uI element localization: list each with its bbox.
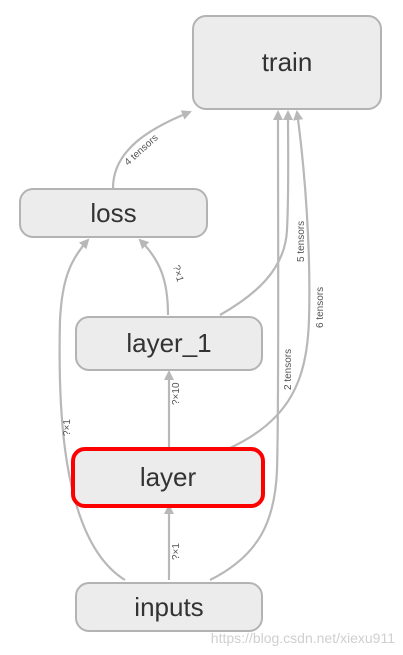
- edge-label-layer1-to-train: 5 tensors: [296, 221, 307, 262]
- node-inputs-label: inputs: [134, 591, 204, 622]
- node-train-label: train: [261, 47, 313, 77]
- edge-layer1-to-loss: [138, 238, 170, 316]
- edge-inputs-to-train: [209, 110, 284, 581]
- node-loss[interactable]: loss: [19, 188, 208, 238]
- node-layer-label: layer: [139, 462, 197, 492]
- node-train[interactable]: train: [192, 15, 382, 110]
- watermark: https://blog.csdn.net/xiexu911: [210, 630, 395, 646]
- edge-label-inputs-to-train: 2 tensors: [283, 349, 294, 390]
- node-loss-label: loss: [90, 197, 137, 228]
- edge-label-inputs-to-layer: ?×1: [171, 543, 182, 560]
- edge-layer-to-train: [229, 110, 311, 449]
- edge-label-layer-to-layer1: ?×10: [171, 382, 182, 405]
- node-layer-1-label: layer_1: [126, 328, 212, 358]
- edge-label-layer-to-train: 6 tensors: [315, 287, 326, 328]
- node-inputs[interactable]: inputs: [75, 582, 263, 632]
- edge-label-layer1-to-loss: ?×1: [170, 264, 185, 284]
- node-layer[interactable]: layer: [71, 447, 265, 508]
- edge-inputs-to-loss: [58, 238, 126, 581]
- edge-loss-to-train: [111, 110, 192, 189]
- edge-label-inputs-to-loss: ?×1: [62, 419, 73, 436]
- edge-layer1-to-train: [219, 110, 294, 316]
- node-layer-1[interactable]: layer_1: [75, 316, 263, 371]
